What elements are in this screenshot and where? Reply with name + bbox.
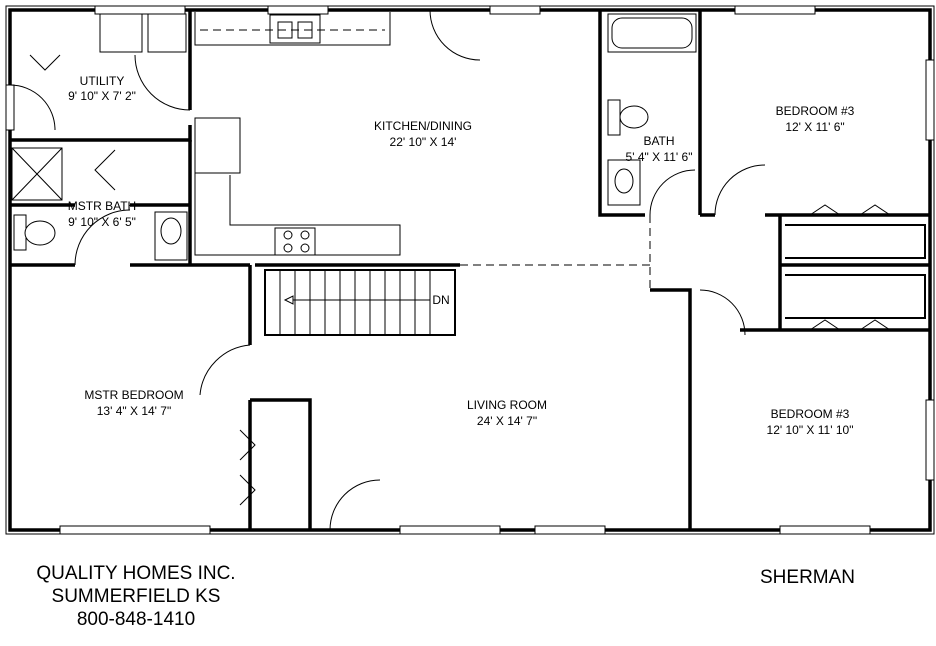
company-location: SUMMERFIELD KS [51,586,221,607]
room-labels: UTILITY 9' 10" X 7' 2" KITCHEN/DINING 22… [68,74,855,437]
master-bedroom-size: 13' 4" X 14' 7" [97,404,171,418]
door-swings [9,9,891,531]
exterior-walls [5,5,935,535]
windows [5,5,935,535]
stairs-down-label: DN [432,293,449,307]
staircase [264,269,456,336]
utility-name: UTILITY [80,74,125,88]
master-bedroom-name: MSTR BEDROOM [84,388,183,402]
bedroom-upper-size: 12' X 11' 6" [785,120,844,134]
bath-size: 5' 4" X 11' 6" [626,150,693,164]
living-room-size: 24' X 14' 7" [477,414,537,428]
kitchen-name: KITCHEN/DINING [374,119,472,133]
utility-size: 9' 10" X 7' 2" [68,89,136,103]
company-info: QUALITY HOMES INC. SUMMERFIELD KS 800-84… [18,562,254,631]
master-bath-size: 9' 10" X 6' 5" [68,215,136,229]
bedroom-lower-name: BEDROOM #3 [771,407,850,421]
living-room-name: LIVING ROOM [467,398,547,412]
company-phone: 800-848-1410 [76,609,196,630]
master-bath-name: MSTR BATH [68,199,136,213]
plumbing-fixtures [11,13,697,261]
bath-name: BATH [643,134,674,148]
kitchen-counters [194,12,651,290]
plan-name: SHERMAN [760,567,856,588]
interior-walls [10,10,930,530]
company-name: QUALITY HOMES INC. [36,563,236,584]
kitchen-size: 22' 10" X 14' [390,135,457,149]
bedroom-upper-name: BEDROOM #3 [776,104,855,118]
bedroom-lower-size: 12' 10" X 11' 10" [767,423,854,437]
